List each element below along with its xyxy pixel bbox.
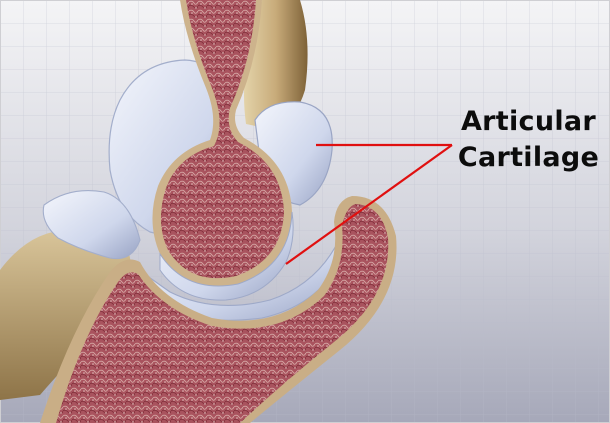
label-line-2: Cartilage (456, 140, 601, 176)
label-line-1: Articular (456, 104, 601, 140)
articular-cartilage-label: Articular Cartilage (456, 104, 601, 176)
